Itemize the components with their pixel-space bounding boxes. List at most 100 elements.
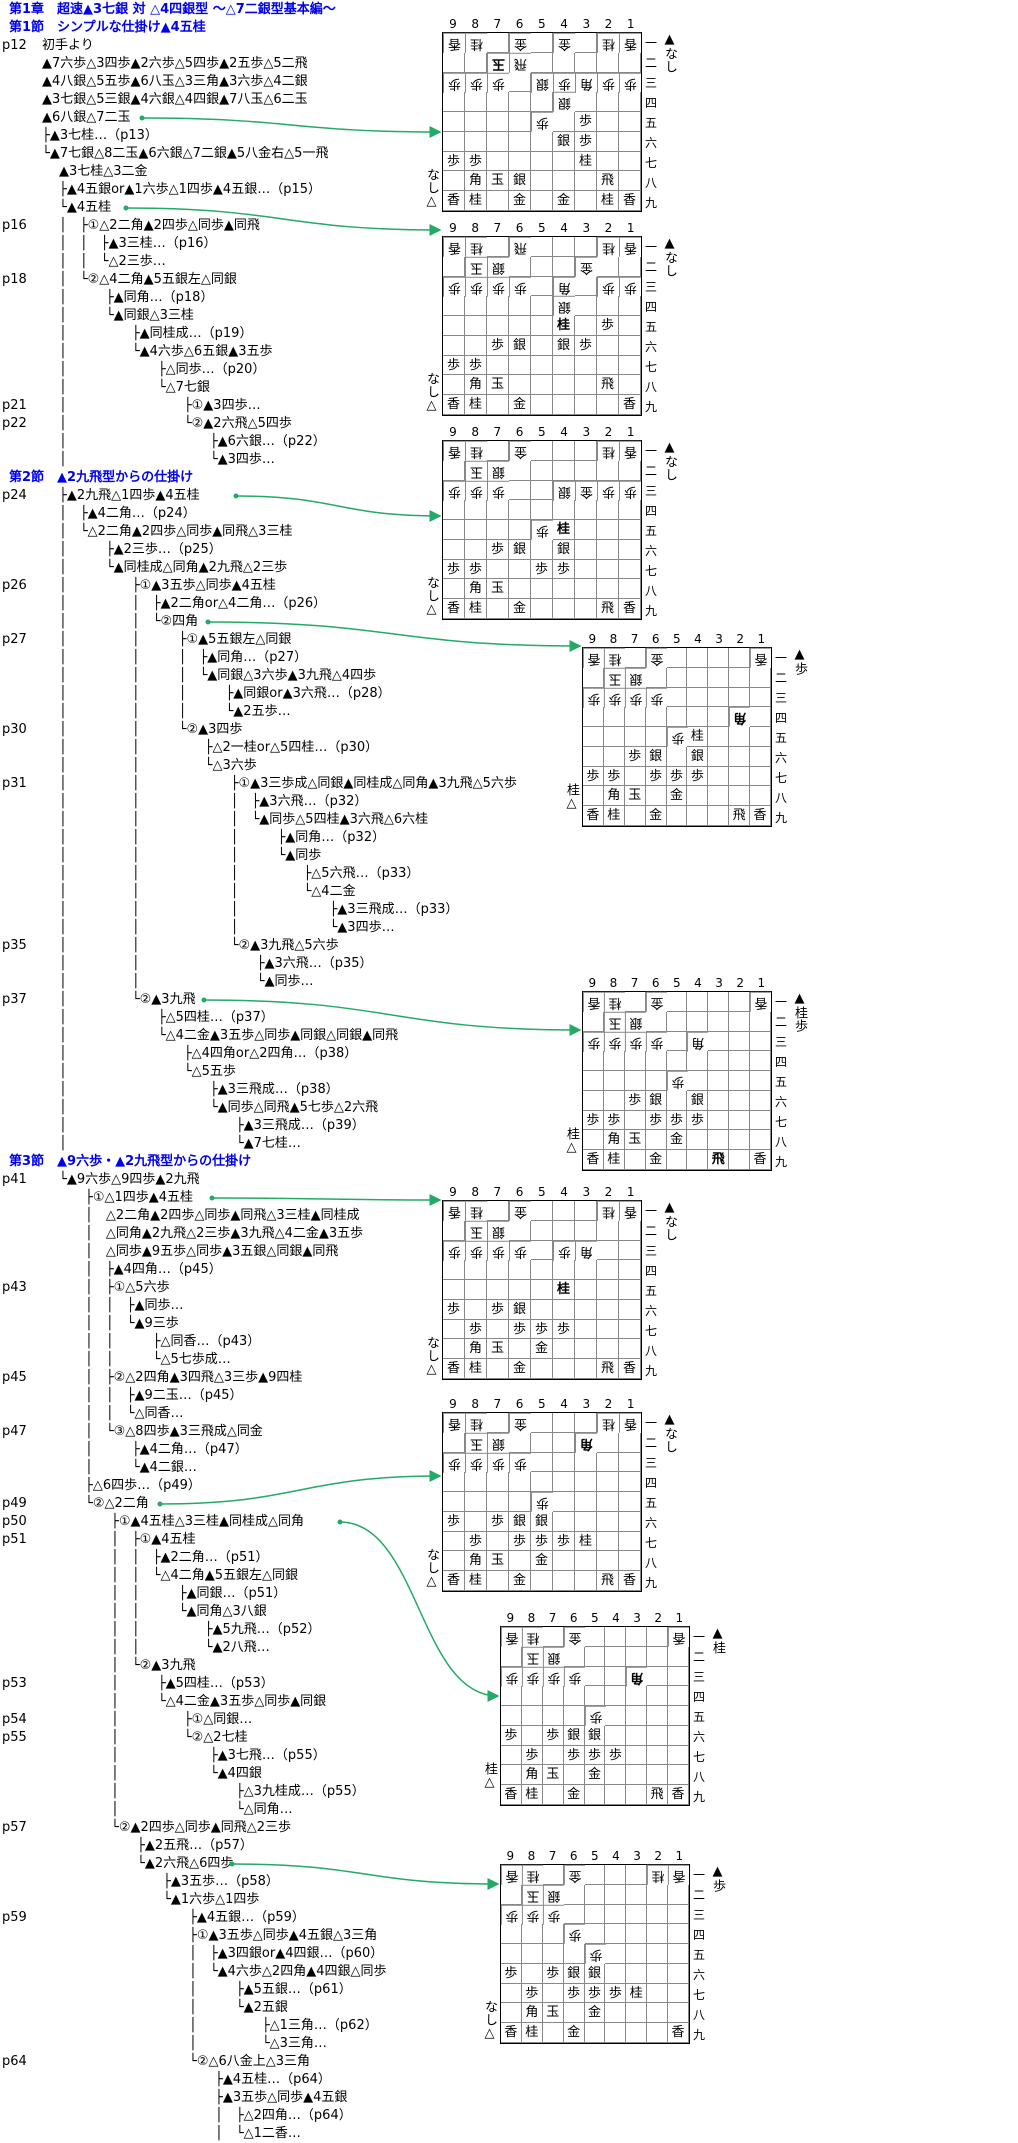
rank-label: 四 — [693, 1928, 706, 1942]
piece: 歩 — [603, 687, 625, 708]
piece: 香 — [619, 395, 641, 415]
piece: 桂 — [597, 441, 619, 461]
move-line: │ │ ├▲9二玉…（p45） — [59, 1388, 243, 1403]
file-label: 5 — [673, 632, 681, 646]
empty-square — [750, 707, 771, 728]
empty-square — [708, 992, 730, 1012]
rank-label: 五 — [645, 1284, 658, 1298]
piece: 金 — [645, 806, 667, 826]
empty-square — [575, 1571, 597, 1591]
gote-hand: 桂△ — [564, 1127, 579, 1155]
empty-square — [542, 1785, 564, 1805]
empty-square — [647, 1706, 669, 1726]
file-label: 9 — [588, 632, 597, 646]
piece: 銀 — [584, 1725, 606, 1746]
section-heading: 第1章 超速▲3七銀 対 △4四銀型 ～△7二銀型基本編～ — [9, 2, 336, 17]
empty-square — [626, 1627, 648, 1647]
move-line: │ │ └②四角 — [59, 614, 199, 629]
empty-square — [443, 375, 465, 396]
empty-square — [624, 766, 646, 787]
board-grid: 香桂金金桂香玉飛歩歩歩銀歩角歩歩銀歩歩銀歩歩歩桂角玉銀飛香桂金金桂香 — [442, 32, 642, 212]
empty-square — [509, 92, 531, 113]
empty-square — [584, 1865, 606, 1885]
empty-square — [708, 766, 730, 787]
empty-square — [645, 786, 667, 807]
piece: 歩 — [645, 1031, 667, 1052]
piece: 桂 — [465, 395, 487, 415]
move-line: │ ├△4四角or△2四角…（p38） — [59, 1046, 358, 1061]
piece: 金 — [509, 33, 531, 53]
piece: 玉 — [624, 786, 646, 807]
empty-square — [626, 2003, 648, 2024]
empty-square — [542, 1944, 564, 1964]
piece: 歩 — [553, 72, 575, 93]
move-line: │ │ │ ├▲同角…（p27） — [59, 650, 308, 665]
empty-square — [708, 667, 730, 688]
move-line: ├▲3五歩△同歩▲4五銀 — [59, 2090, 348, 2105]
empty-square — [619, 1472, 641, 1493]
piece: 金 — [645, 648, 667, 668]
move-line: ├▲4五銀or▲1六歩△1四歩▲4五銀…（p15） — [59, 182, 321, 197]
rank-label: 一 — [693, 1630, 706, 1644]
empty-square — [624, 1150, 646, 1170]
file-label: 1 — [675, 1611, 684, 1625]
sente-hand: ▲歩 — [792, 647, 807, 675]
piece: 桂 — [575, 1531, 597, 1552]
piece: 金 — [575, 256, 597, 277]
file-label: 4 — [694, 976, 702, 990]
empty-square — [501, 1983, 522, 2004]
empty-square — [708, 806, 730, 826]
move-line: └▲9六歩△9四歩▲2九飛 — [59, 1172, 200, 1187]
empty-square — [624, 1110, 646, 1131]
page-ref: p43 — [2, 1280, 27, 1295]
file-label: 6 — [515, 1185, 524, 1199]
empty-square — [729, 746, 751, 767]
piece: 歩 — [487, 335, 509, 356]
empty-square — [645, 1130, 667, 1151]
file-label: 7 — [493, 425, 502, 439]
empty-square — [563, 2003, 585, 2024]
move-line: │ ├△5四桂…（p37） — [59, 1010, 274, 1025]
piece: 金 — [563, 2023, 585, 2043]
rank-label: 二 — [645, 464, 658, 478]
empty-square — [465, 1260, 487, 1281]
empty-square — [750, 746, 771, 767]
piece: 玉 — [487, 375, 509, 396]
piece: 飛 — [729, 806, 751, 826]
move-line: │ │ └△2三歩… — [59, 254, 166, 269]
rank-label: 八 — [645, 584, 658, 598]
empty-square — [708, 1110, 730, 1131]
empty-square — [729, 687, 751, 708]
empty-square — [521, 1924, 543, 1945]
board-grid: 香桂金桂香玉銀歩歩歩銀金歩歩歩桂歩銀銀歩歩歩歩角玉香桂金飛香 — [442, 440, 642, 620]
piece: 金 — [509, 1571, 531, 1591]
empty-square — [668, 1725, 689, 1746]
file-label: 3 — [582, 425, 591, 439]
move-line: ├①△1四歩▲4五桂 — [59, 1190, 194, 1205]
piece: 歩 — [521, 1745, 543, 1766]
file-label: 1 — [626, 17, 635, 31]
rank-label: 二 — [693, 1888, 706, 1902]
piece: 銀 — [487, 460, 509, 481]
file-label: 7 — [493, 221, 502, 235]
move-line: │ △同歩▲9五歩△同歩▲3五銀△同銀▲同飛 — [59, 1244, 339, 1259]
rank-label: 四 — [775, 1055, 788, 1069]
empty-square — [575, 276, 597, 297]
file-label: 3 — [633, 1611, 641, 1625]
piece: 歩 — [531, 559, 553, 580]
empty-square — [750, 667, 771, 688]
piece: 金 — [509, 191, 531, 211]
piece: 歩 — [619, 480, 641, 501]
empty-square — [501, 1745, 522, 1766]
piece: 歩 — [443, 72, 465, 93]
empty-square — [531, 500, 553, 521]
piece: 香 — [750, 992, 771, 1012]
piece: 桂 — [597, 1413, 619, 1433]
piece: 歩 — [487, 1299, 509, 1320]
empty-square — [553, 171, 575, 192]
empty-square — [509, 579, 531, 600]
empty-square — [501, 1944, 522, 1964]
piece: 歩 — [465, 276, 487, 297]
empty-square — [465, 112, 487, 132]
empty-square — [575, 500, 597, 521]
